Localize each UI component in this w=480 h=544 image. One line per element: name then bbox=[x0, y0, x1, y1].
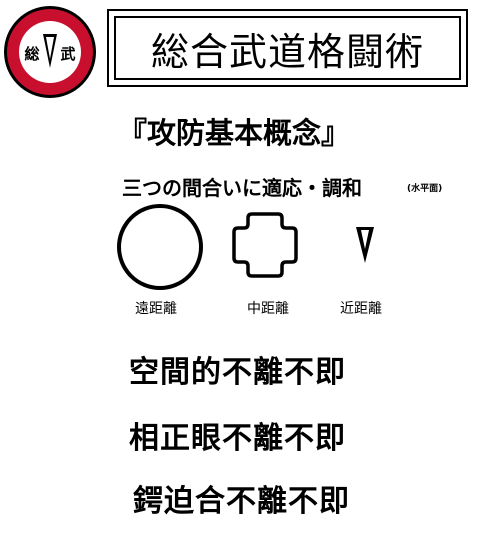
logo-left-char: 総 bbox=[24, 45, 39, 63]
title-frame: 総合武道格闘術 bbox=[107, 9, 468, 87]
subtitle: 三つの間合いに適応・調和 bbox=[122, 176, 362, 200]
logo-emblem: 総 武 bbox=[4, 6, 96, 98]
range-label-mid: 中距離 bbox=[247, 301, 289, 317]
principle-spatial: 空間的不離不即 bbox=[129, 355, 346, 390]
principle-seigan: 相正眼不離不即 bbox=[129, 421, 346, 456]
far-range-circle-icon bbox=[117, 204, 203, 290]
logo-blade-inner-icon bbox=[46, 37, 54, 59]
subtitle-note: (水平面) bbox=[407, 184, 443, 194]
page-title: 総合武道格闘術 bbox=[114, 16, 461, 80]
near-range-triangle-icon bbox=[356, 227, 374, 263]
concept-heading: 『攻防基本概念』 bbox=[118, 116, 351, 150]
mid-range-cross-icon bbox=[232, 212, 298, 278]
range-label-far: 遠距離 bbox=[135, 301, 177, 317]
principle-tsubazeriai: 鍔迫合不離不即 bbox=[133, 484, 350, 519]
dojo-logo: 総 武 bbox=[2, 4, 98, 100]
range-label-near: 近距離 bbox=[340, 301, 382, 317]
logo-right-char: 武 bbox=[60, 45, 75, 63]
